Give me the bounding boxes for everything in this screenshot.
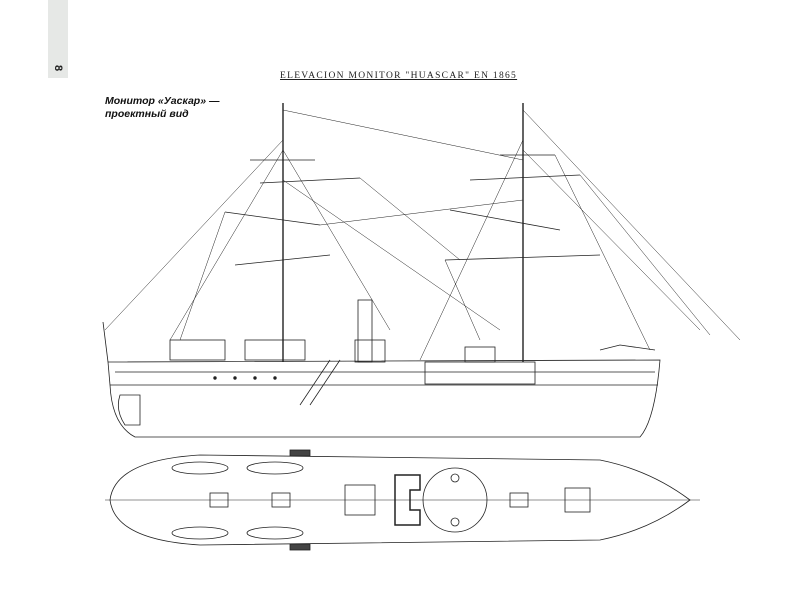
figure-caption: Монитор «Уаскар» — проектный вид: [105, 95, 219, 121]
drawing-title: ELEVACION MONITOR "HUASCAR" EN 1865: [280, 71, 518, 81]
page-tab: [48, 0, 68, 78]
caption-line-1: Монитор «Уаскар» —: [105, 95, 220, 107]
plan-view: [105, 449, 700, 551]
caption-line-2: проектный вид: [105, 108, 189, 120]
elevation-view: [102, 103, 741, 438]
